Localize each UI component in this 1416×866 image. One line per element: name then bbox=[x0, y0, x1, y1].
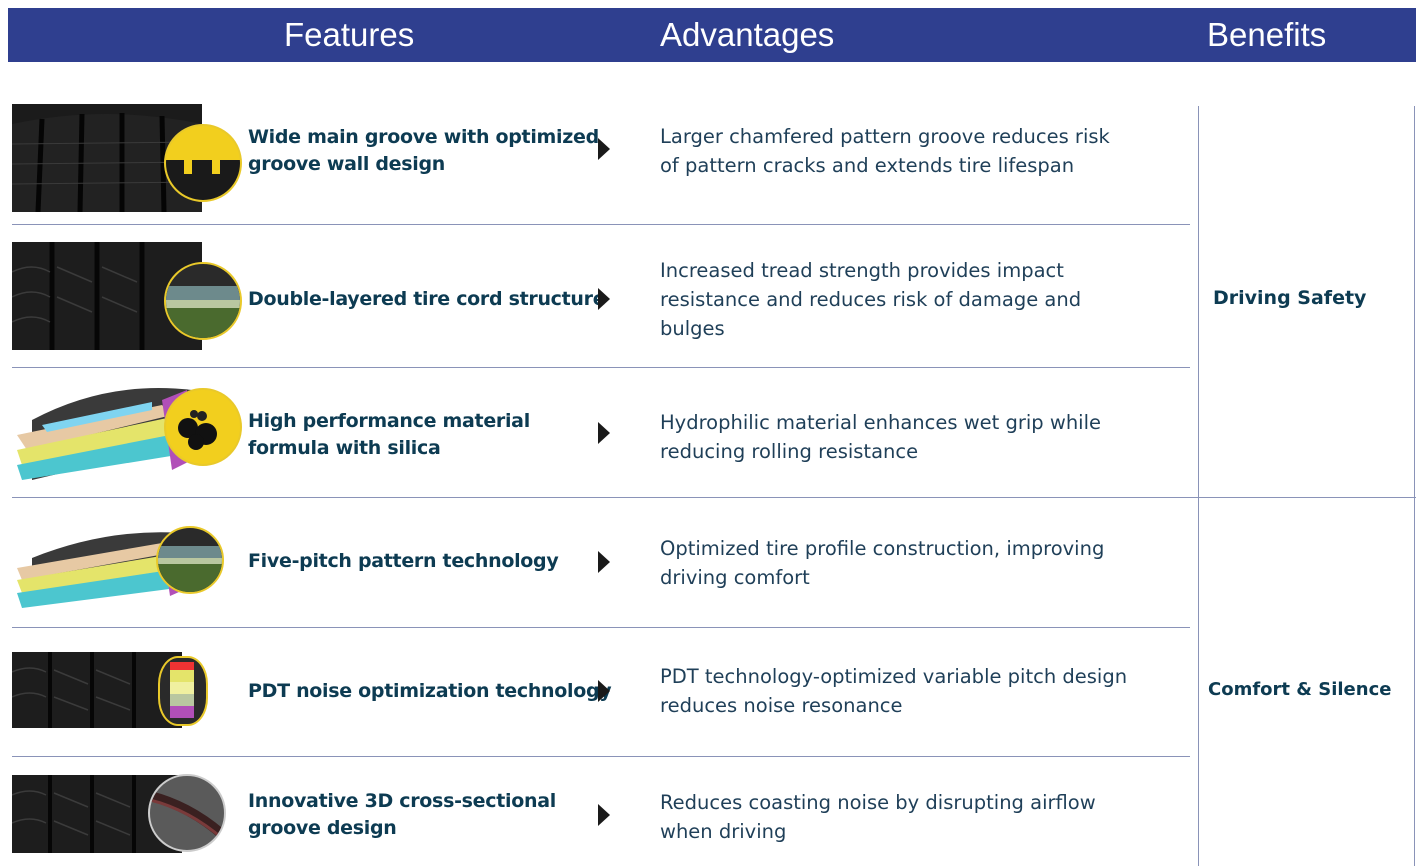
row-divider bbox=[12, 756, 1190, 757]
arrow-icon bbox=[598, 422, 610, 444]
feature-line: Wide main groove with optimized bbox=[248, 126, 599, 148]
advantage-line: resistance and reduces risk of damage an… bbox=[660, 288, 1082, 311]
feature-label: PDT noise optimization technology bbox=[248, 678, 612, 705]
tire-cutaway-image bbox=[12, 380, 202, 485]
feature-line: Double-layered tire cord structure bbox=[248, 288, 606, 310]
feature-line: Innovative 3D cross-sectional bbox=[248, 790, 556, 812]
arrow-icon bbox=[598, 551, 610, 573]
advantage-text: PDT technology-optimized variable pitch … bbox=[660, 662, 1180, 720]
advantage-line: Increased tread strength provides impact bbox=[660, 259, 1064, 282]
benefit-comfort-silence: Comfort & Silence bbox=[1208, 679, 1392, 700]
header-features: Features bbox=[284, 16, 415, 53]
feature-label: High performance material formula with s… bbox=[248, 408, 530, 462]
header-bar: Features Advantages Benefits bbox=[8, 8, 1416, 62]
feature-label: Double-layered tire cord structure bbox=[248, 286, 606, 313]
row-divider bbox=[12, 627, 1190, 628]
feature-label: Wide main groove with optimized groove w… bbox=[248, 124, 599, 178]
feature-line: formula with silica bbox=[248, 437, 441, 459]
advantage-line: Optimized tire profile construction, imp… bbox=[660, 537, 1105, 560]
feature-label: Five-pitch pattern technology bbox=[248, 548, 559, 575]
arrow-icon bbox=[598, 680, 610, 702]
feature-line: PDT noise optimization technology bbox=[248, 680, 612, 702]
group-divider bbox=[12, 497, 1416, 498]
arrow-icon bbox=[598, 138, 610, 160]
advantage-line: Larger chamfered pattern groove reduces … bbox=[660, 125, 1110, 148]
feature-line: High performance material bbox=[248, 410, 530, 432]
advantage-line: PDT technology-optimized variable pitch … bbox=[660, 665, 1128, 688]
advantage-line: bulges bbox=[660, 317, 725, 340]
advantage-line: Hydrophilic material enhances wet grip w… bbox=[660, 411, 1102, 434]
advantage-text: Larger chamfered pattern groove reduces … bbox=[660, 122, 1180, 180]
advantage-line: reduces noise resonance bbox=[660, 694, 903, 717]
feature-label: Innovative 3D cross-sectional groove des… bbox=[248, 788, 556, 842]
row-divider bbox=[12, 367, 1190, 368]
feature-line: Five-pitch pattern technology bbox=[248, 550, 559, 572]
benefits-divider bbox=[1198, 106, 1199, 866]
advantage-text: Hydrophilic material enhances wet grip w… bbox=[660, 408, 1180, 466]
arrow-icon bbox=[598, 288, 610, 310]
tire-tread-image bbox=[12, 652, 182, 728]
groove-3d-inset-icon bbox=[148, 774, 226, 852]
pitch-layer-inset-icon bbox=[156, 526, 224, 594]
row-divider bbox=[12, 224, 1190, 225]
feature-line: groove design bbox=[248, 817, 397, 839]
silica-molecule-inset-icon bbox=[164, 388, 242, 466]
advantage-text: Optimized tire profile construction, imp… bbox=[660, 534, 1180, 592]
right-edge-divider bbox=[1414, 106, 1415, 866]
advantage-line: driving comfort bbox=[660, 566, 810, 589]
noise-layer-inset-icon bbox=[158, 656, 208, 726]
advantage-text: Increased tread strength provides impact… bbox=[660, 256, 1180, 343]
header-advantages: Advantages bbox=[660, 16, 835, 53]
groove-inset-icon bbox=[164, 124, 242, 202]
advantage-line: when driving bbox=[660, 820, 787, 843]
cord-layer-inset-icon bbox=[164, 262, 242, 340]
advantage-line: Reduces coasting noise by disrupting air… bbox=[660, 791, 1096, 814]
advantage-line: reducing rolling resistance bbox=[660, 440, 919, 463]
benefit-driving-safety: Driving Safety bbox=[1213, 287, 1367, 309]
header-benefits: Benefits bbox=[1207, 16, 1327, 53]
advantage-line: of pattern cracks and extends tire lifes… bbox=[660, 154, 1075, 177]
feature-line: groove wall design bbox=[248, 153, 446, 175]
arrow-icon bbox=[598, 804, 610, 826]
advantage-text: Reduces coasting noise by disrupting air… bbox=[660, 788, 1180, 846]
